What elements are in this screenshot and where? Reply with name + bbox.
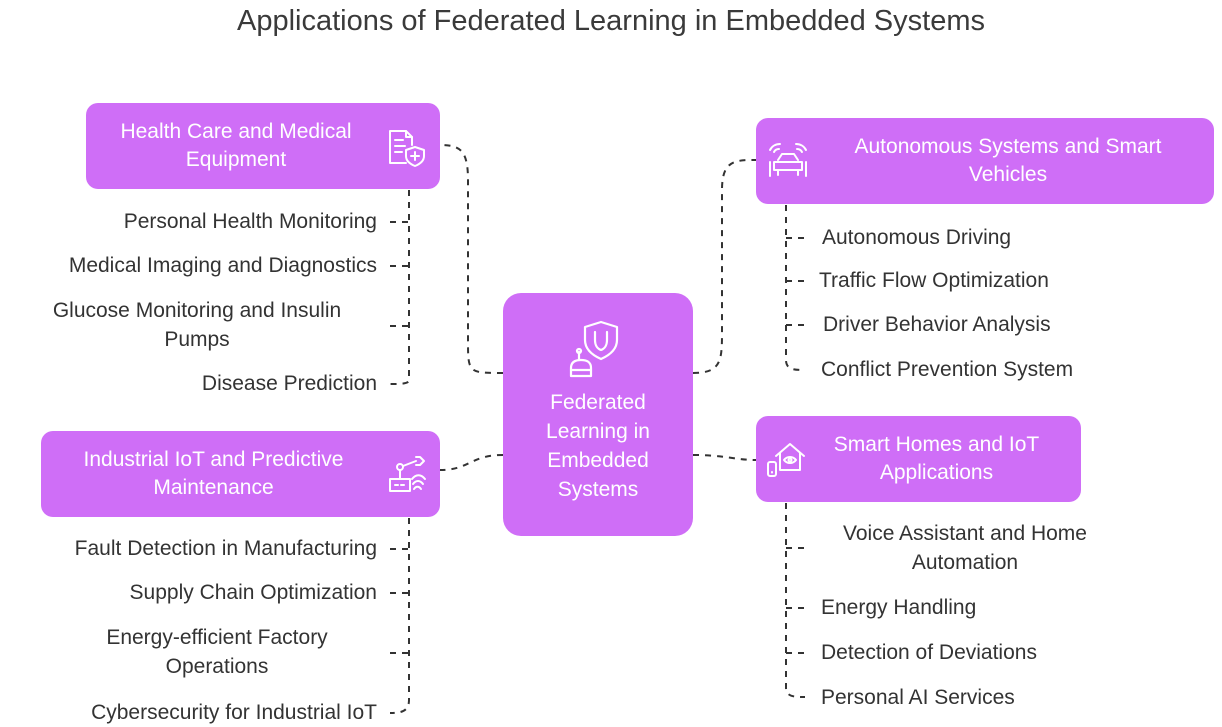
health-item-glucose-line2: Pumps [164,328,230,351]
smarthome-item-deviations: Detection of Deviations [821,641,1037,664]
robot-shield-icon [569,320,619,378]
central-node: Federated Learning in Embedded Systems [503,293,693,536]
health-item-glucose-line1: Glucose Monitoring and Insulin [52,299,342,322]
industrial-branch-box: Industrial IoT and Predictive Maintenanc… [41,431,440,517]
autonomous-label-line1: Autonomous Systems and Smart [854,135,1162,158]
connector-health-items [389,190,410,385]
health-item-personal-monitoring: Personal Health Monitoring [123,210,377,233]
center-label-line2: Learning in [546,420,650,443]
industrial-label-line2: Maintenance [153,476,274,499]
autonomous-item-driving: Autonomous Driving [822,226,1012,249]
health-item-medical-imaging: Medical Imaging and Diagnostics [68,254,377,277]
industrial-item-energy-line2: Operations [165,655,269,678]
smarthome-item-personal-ai: Personal AI Services [821,686,1015,709]
health-branch-box: Health Care and Medical Equipment [86,103,440,189]
autonomous-branch-box: Autonomous Systems and Smart Vehicles [756,118,1214,204]
connector-center-autonomous [692,159,757,374]
smarthome-item-voice-line1: Voice Assistant and Home [843,522,1087,545]
health-label-line1: Health Care and Medical [120,120,352,143]
smarthome-label-line1: Smart Homes and IoT [833,433,1040,456]
medical-document-icon [389,130,425,167]
health-item-disease-prediction: Disease Prediction [201,372,377,395]
connector-center-health [439,144,504,374]
diagram-title: Applications of Federated Learning in Em… [237,5,985,37]
smarthome-label-line2: Applications [879,461,994,484]
industrial-item-energy-line1: Energy-efficient Factory [106,626,328,649]
robot-arm-icon [389,456,426,492]
connector-smarthome-items [785,503,806,698]
autonomous-item-conflict-prevention: Conflict Prevention System [821,358,1074,381]
connector-autonomous-items [785,205,806,371]
car-signal-icon [769,143,807,177]
industrial-label-line1: Industrial IoT and Predictive [83,448,344,471]
center-label-line1: Federated [550,391,646,414]
center-label-line4: Systems [557,478,639,501]
autonomous-item-traffic: Traffic Flow Optimization [819,269,1049,292]
connector-center-smarthome [692,454,757,461]
smarthome-item-voice-line2: Automation [911,551,1019,574]
smarthome-item-energy: Energy Handling [821,596,977,619]
connector-industrial-items [389,518,410,714]
autonomous-item-driver-behavior: Driver Behavior Analysis [823,313,1051,336]
smarthome-branch-box: Smart Homes and IoT Applications [756,416,1081,502]
connector-center-industrial [439,454,504,471]
industrial-item-cybersecurity: Cybersecurity for Industrial IoT [91,701,377,724]
autonomous-label-line2: Vehicles [968,163,1048,186]
center-label-line3: Embedded [547,449,649,472]
smart-home-icon [767,443,805,477]
industrial-item-supply-chain: Supply Chain Optimization [129,581,377,604]
industrial-item-fault-detection: Fault Detection in Manufacturing [74,537,377,560]
health-label-line2: Equipment [185,148,287,171]
